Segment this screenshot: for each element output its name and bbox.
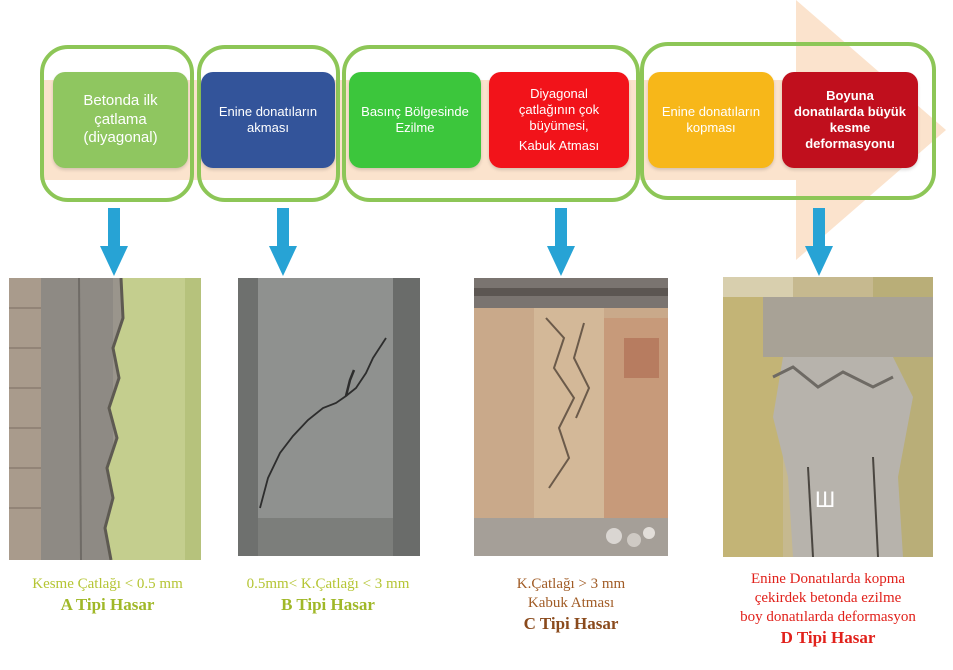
photo-a-shear-crack (9, 278, 201, 560)
caption-d: Enine Donatılarda kopma çekirdek betonda… (706, 570, 950, 649)
caption-b-detail: 0.5mm< K.Çatlağı < 3 mm (246, 576, 410, 592)
caption-b-type: B Tipi Hasar (281, 595, 375, 614)
group-a-outline (40, 45, 194, 202)
caption-d-detail-1: Enine Donatılarda kopma (750, 571, 906, 587)
down-arrow-d (805, 208, 833, 276)
caption-a-type: A Tipi Hasar (60, 595, 155, 614)
down-arrow-b (269, 208, 297, 276)
svg-text:Ш: Ш (815, 487, 835, 512)
caption-a: Kesme Çatlağı < 0.5 mm A Tipi Hasar (0, 575, 215, 616)
photo-d-crushed-column: Ш (723, 277, 933, 557)
caption-d-type: D Tipi Hasar (780, 628, 876, 647)
caption-c-detail-1: K.Çatlağı > 3 mm (516, 576, 626, 592)
photo-c-spalled-column (474, 278, 668, 556)
down-arrow-c (547, 208, 575, 276)
caption-a-detail: Kesme Çatlağı < 0.5 mm (32, 576, 183, 592)
photo-b-diagonal-crack (238, 278, 420, 556)
caption-c-detail-2: Kabuk Atması (527, 595, 615, 611)
caption-d-detail-2: çekirdek betonda ezilme (754, 590, 902, 606)
down-arrow-a (100, 208, 128, 276)
caption-d-detail-3: boy donatılarda deformasyon (740, 609, 916, 625)
caption-c: K.Çatlağı > 3 mm Kabuk Atması C Tipi Has… (466, 575, 676, 635)
group-d-outline (640, 42, 936, 200)
group-b-outline (197, 45, 340, 202)
group-c-outline (342, 45, 640, 202)
caption-b: 0.5mm< K.Çatlağı < 3 mm B Tipi Hasar (218, 575, 438, 616)
caption-c-type: C Tipi Hasar (523, 614, 619, 633)
